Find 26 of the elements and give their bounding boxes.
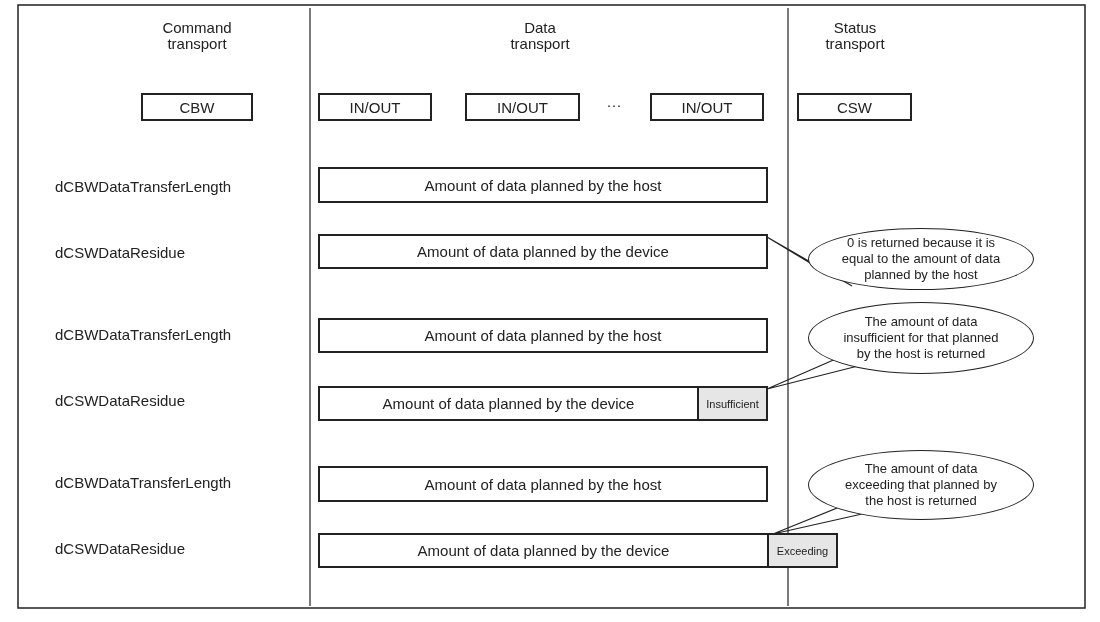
shaded-box: Insufficient [697, 386, 768, 421]
packet-box: CSW [797, 93, 912, 121]
field-name: dCBWDataTransferLength [55, 178, 232, 195]
data-box: Amount of data planned by the host [318, 466, 768, 502]
speech-bubble: The amount of data exceeding that planned by the host is returned [808, 450, 1034, 520]
data-box: Amount of data planned by the device [318, 234, 768, 269]
data-box: Amount of data planned by the host [318, 167, 768, 203]
column-heading: Command transport [161, 20, 233, 52]
field-name: dCSWDataResidue [55, 244, 186, 261]
shaded-box: Exceeding [767, 533, 838, 568]
field-name: dCBWDataTransferLength [55, 474, 232, 491]
data-box: Amount of data planned by the device [318, 533, 769, 568]
packet-box: CBW [141, 93, 253, 121]
packet-box: IN/OUT [318, 93, 432, 121]
column-heading: Data transport [509, 20, 571, 52]
ellipsis: ··· [605, 97, 623, 113]
field-name: dCBWDataTransferLength [55, 326, 232, 343]
packet-box: IN/OUT [650, 93, 764, 121]
column-heading: Status transport [824, 20, 886, 52]
speech-bubble: The amount of data insufficient for that planned by the host is returned [808, 302, 1034, 374]
data-box: Amount of data planned by the device [318, 386, 699, 421]
field-name: dCSWDataResidue [55, 540, 186, 557]
packet-box: IN/OUT [465, 93, 580, 121]
speech-bubble: 0 is returned because it is equal to the amount of data planned by the host [808, 228, 1034, 290]
field-name: dCSWDataResidue [55, 392, 186, 409]
data-box: Amount of data planned by the host [318, 318, 768, 353]
